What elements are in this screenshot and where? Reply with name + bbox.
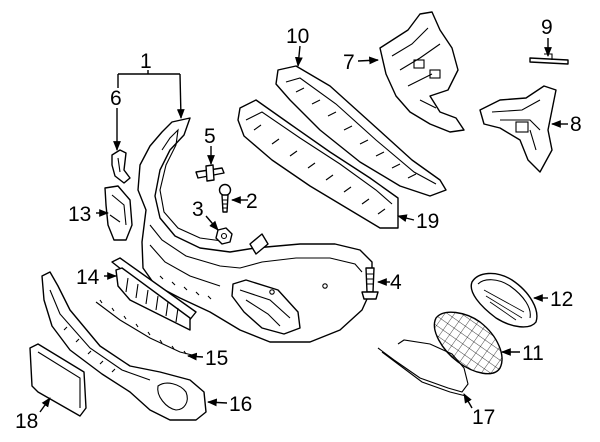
callout-7: 7 [343,51,355,74]
lower-grille-part-14 [111,257,197,331]
callout-4: 4 [390,271,402,294]
grille-trim-part-12 [470,272,538,328]
mesh-grille-part-11 [433,311,503,375]
strip-part-15 [95,299,197,357]
callout-12: 12 [550,288,573,311]
leader-lines [39,38,568,413]
callout-13: 13 [68,203,91,226]
bracket-part-7 [379,11,465,133]
lower-absorber-part-19 [237,99,399,229]
bolt-part-2 [218,183,232,213]
bolt-part-4 [361,267,379,300]
callout-3: 3 [192,198,204,221]
callout-11: 11 [522,342,544,365]
callout-17: 17 [472,406,495,429]
callout-8: 8 [570,113,582,136]
callout-6: 6 [110,87,122,110]
callout-10: 10 [286,25,309,48]
bracket-part-8 [479,85,557,173]
callout-1: 1 [140,50,152,73]
callout-15: 15 [205,347,228,370]
callout-14: 14 [76,266,100,289]
callout-18: 18 [15,410,38,433]
trim-ring-part-17 [377,339,469,397]
callout-5: 5 [204,125,216,148]
callout-16: 16 [229,393,252,416]
callout-19: 19 [416,210,439,233]
clip-part-5 [195,164,225,182]
nut-part-3 [215,227,233,245]
upper-absorber-part-10 [275,65,447,197]
plate-bracket-part-18 [29,343,87,417]
callout-labels: 1 2 3 4 5 6 7 8 9 10 11 12 13 14 15 16 1… [15,16,582,433]
bracket-part-6 [111,149,131,184]
strip-part-9 [529,53,569,65]
side-bracket-part-13 [104,185,133,241]
callout-2: 2 [246,190,258,213]
callout-9: 9 [541,16,553,39]
lower-trim-part-16 [41,271,207,421]
